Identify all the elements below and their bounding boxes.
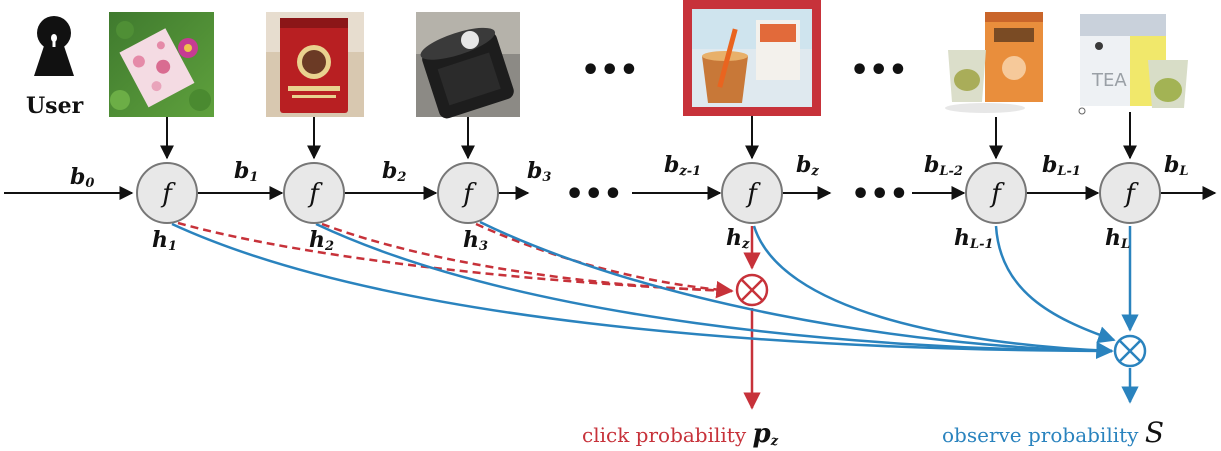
h-labels: h1 h2 h3 hz hL-1 hL [152,225,1130,254]
click-path-from-h3 [475,222,734,299]
observe-probability-label: observe probability S [942,416,1164,449]
product-image-tea-cup-clicked [683,0,821,116]
h-label-z: hz [726,225,750,252]
b-label-3: b3 [527,158,551,185]
f-nodes: f f f f f f [136,162,1161,224]
svg-text:TEA: TEA [1091,70,1127,91]
b-label-l-1: bL-1 [1042,152,1081,179]
f-node-1: f [136,162,198,224]
product-image-yellow-tea-box: TEA [1073,12,1193,117]
h-label-l: hL [1105,225,1130,252]
chain-ellipsis-2: ••• [851,177,909,212]
b-labels: b0 b1 b2 b3 bz-1 bz bL-2 bL-1 bL [70,152,1189,191]
images-ellipsis-1: ••• [581,53,639,88]
observe-multiply-node [1113,334,1147,368]
chain-ellipsis-1: ••• [565,177,623,212]
b-label-z: bz [796,152,819,179]
h-label-3: h3 [463,227,488,254]
b-label-z-1: bz-1 [664,152,701,179]
b-label-l: bL [1164,152,1189,179]
observe-path-from-h3 [479,220,1113,353]
images-ellipsis-2: ••• [850,53,908,88]
f-node-2: f [283,162,345,224]
b-label-2: b2 [382,158,406,185]
product-image-black-tea-tin [416,12,520,119]
b-label-0: b0 [70,164,94,191]
user-label: User [26,93,84,119]
observe-path-from-hl-1 [994,225,1116,344]
product-image-rose-tea-pack [109,12,214,117]
observe-probability-paths [171,220,1139,404]
image-to-node-arrows [160,112,1137,160]
h-label-l-1: hL-1 [954,225,994,252]
observe-path-from-h1 [171,222,1113,353]
h-label-1: h1 [152,227,177,254]
b-label-1: b1 [234,158,258,185]
f-node-3: f [437,162,499,224]
observe-path-from-hz [752,225,1114,360]
f-node-l: f [1099,162,1161,224]
click-probability-label: click probability pz [582,419,779,449]
user-icon [34,16,74,76]
click-multiply-node [735,273,769,307]
b-label-l-2: bL-2 [924,152,963,179]
h-label-2: h2 [309,227,334,254]
observe-path-from-h2 [315,222,1113,353]
f-node-z: f [721,162,783,224]
product-image-chali-tea-box [944,12,1050,117]
product-image-red-tea-tin [266,12,364,117]
click-path-from-h2 [321,222,733,293]
f-node-l-1: f [965,162,1027,224]
